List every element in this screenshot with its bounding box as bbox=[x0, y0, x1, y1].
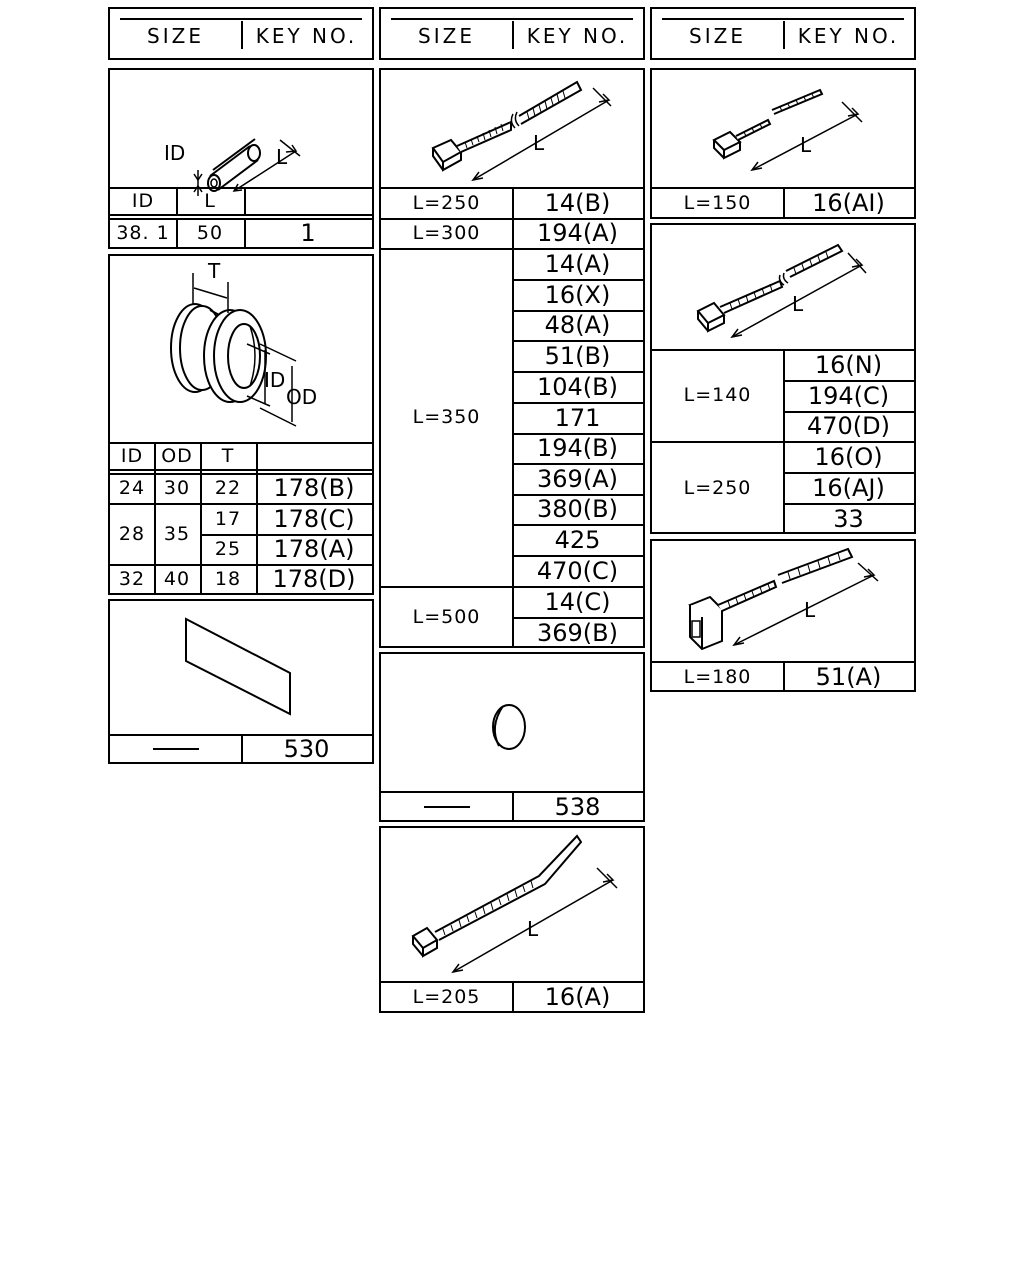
grommet-t-17: 17 bbox=[214, 507, 242, 530]
cable-tie-c-panel: L L=150 16(AI) bbox=[650, 68, 916, 219]
key-l350: 16(X) bbox=[544, 280, 611, 309]
grommet-t-22: 22 bbox=[214, 477, 242, 499]
key-l350: 369(A) bbox=[537, 464, 618, 493]
size-l205: L=205 bbox=[412, 986, 481, 1008]
grommet-od-30: 30 bbox=[163, 477, 191, 499]
cable-tie-b-panel: L L=205 16(A) bbox=[379, 826, 645, 1013]
key-no-header: KEY NO. bbox=[526, 24, 629, 48]
sheet-panel: 530 bbox=[108, 599, 374, 764]
header-col3: SIZE KEY NO. bbox=[650, 7, 916, 60]
key-l350: 425 bbox=[554, 525, 601, 554]
pipe-illustration: ID L bbox=[164, 138, 301, 196]
od-col-header: OD bbox=[161, 444, 193, 467]
key-l500: 369(B) bbox=[537, 618, 618, 647]
header-col2: SIZE KEY NO. bbox=[379, 7, 645, 60]
grommet-t-25: 25 bbox=[214, 538, 242, 560]
size-l350: L=350 bbox=[412, 406, 481, 428]
dim-od-label: OD bbox=[286, 385, 317, 409]
grommet-t-18: 18 bbox=[214, 567, 242, 590]
l-col-header: L bbox=[204, 189, 216, 212]
key-l350: 51(B) bbox=[544, 341, 611, 370]
pipe-key-value: 1 bbox=[300, 219, 316, 247]
t-col-header: T bbox=[221, 444, 235, 467]
dim-l-label: L bbox=[792, 292, 804, 316]
size-header: SIZE bbox=[418, 24, 475, 48]
key-l500: 14(C) bbox=[544, 587, 611, 616]
key-l140: 16(N) bbox=[814, 350, 883, 379]
key-16ai: 16(AI) bbox=[812, 189, 885, 217]
size-l300: L=300 bbox=[412, 222, 481, 244]
key-l350: 470(C) bbox=[536, 556, 619, 585]
key-no-header: KEY NO. bbox=[255, 24, 358, 48]
size-l150: L=150 bbox=[683, 192, 752, 214]
size-header: SIZE bbox=[689, 24, 746, 48]
id-col-header: ID bbox=[120, 444, 144, 467]
plug-illustration bbox=[492, 704, 526, 750]
cable-tie-a-illustration: L bbox=[431, 80, 612, 182]
grommet-id-32: 32 bbox=[118, 567, 146, 590]
grommet-illustration: T ID OD bbox=[170, 259, 317, 427]
key-l350: 171 bbox=[554, 403, 601, 432]
dim-id-label: ID bbox=[164, 141, 185, 165]
cable-tie-d-illustration: L bbox=[696, 243, 867, 339]
pipe-id-value: 38. 1 bbox=[116, 222, 170, 244]
sheet-size-dash bbox=[110, 734, 241, 763]
size-l250: L=250 bbox=[412, 191, 481, 214]
cable-tie-e-panel: L L=180 51(A) bbox=[650, 539, 916, 692]
key-l140: 470(D) bbox=[806, 412, 890, 440]
key-l350: 48(A) bbox=[544, 311, 611, 339]
key-l350: 14(A) bbox=[544, 249, 611, 278]
dim-l-label: L bbox=[276, 145, 288, 169]
grommet-od-35: 35 bbox=[163, 522, 191, 545]
sheet-illustration bbox=[185, 617, 291, 716]
grommet-id-28: 28 bbox=[118, 522, 146, 545]
key-l250: 33 bbox=[833, 504, 864, 533]
grommet-key: 178(A) bbox=[273, 535, 355, 563]
cable-tie-d-panel: L L=140 16(N) 194(C) 470(D) L=250 16(O) … bbox=[650, 223, 916, 534]
dim-l-label: L bbox=[533, 131, 545, 155]
cable-tie-b-illustration: L bbox=[411, 834, 618, 974]
dim-l-label: L bbox=[804, 598, 816, 622]
id-col-header: ID bbox=[131, 189, 155, 212]
grommet-panel: T ID OD ID OD T 24 30 22 178(B) 28 35 17… bbox=[108, 254, 374, 595]
size-l140: L=140 bbox=[683, 384, 752, 406]
grommet-id-24: 24 bbox=[118, 477, 146, 499]
plug-size-dash bbox=[381, 791, 512, 822]
dim-l-label: L bbox=[800, 133, 812, 157]
key-l250: 16(AJ) bbox=[812, 473, 885, 502]
dim-id-label: ID bbox=[264, 368, 285, 392]
grommet-key: 178(D) bbox=[272, 564, 356, 593]
plug-panel: 538 bbox=[379, 652, 645, 822]
header-col1: SIZE KEY NO. bbox=[108, 7, 374, 60]
key-51a: 51(A) bbox=[815, 662, 882, 691]
size-l180: L=180 bbox=[683, 665, 752, 688]
key-l350: 194(B) bbox=[537, 434, 618, 462]
cable-tie-c-illustration: L bbox=[712, 88, 863, 172]
grommet-od-40: 40 bbox=[163, 567, 191, 590]
key-194a: 194(A) bbox=[537, 219, 618, 247]
size-l250: L=250 bbox=[683, 476, 752, 499]
grommet-key: 178(C) bbox=[273, 504, 355, 533]
pipe-l-value: 50 bbox=[196, 222, 224, 244]
dim-l-label: L bbox=[527, 917, 539, 941]
cable-tie-a-panel: L L=250 14(B) L=300 194(A) L=350 14(A) 1… bbox=[379, 68, 645, 648]
key-l140: 194(C) bbox=[807, 381, 890, 410]
grommet-key: 178(B) bbox=[273, 474, 355, 502]
sheet-key: 530 bbox=[283, 734, 330, 763]
size-l500: L=500 bbox=[412, 606, 481, 628]
size-header: SIZE bbox=[147, 24, 204, 48]
key-16a: 16(A) bbox=[544, 983, 611, 1011]
dim-t-label: T bbox=[207, 259, 221, 283]
key-no-header: KEY NO. bbox=[797, 24, 900, 48]
key-l350: 380(B) bbox=[537, 495, 618, 523]
key-14b: 14(B) bbox=[544, 188, 611, 217]
plug-key: 538 bbox=[554, 792, 601, 821]
key-l250: 16(O) bbox=[814, 442, 883, 471]
pipe-panel: ID L ID L 38. 1 50 1 bbox=[108, 68, 374, 249]
key-l350: 104(B) bbox=[537, 372, 618, 401]
cable-tie-e-illustration: L bbox=[688, 547, 879, 651]
